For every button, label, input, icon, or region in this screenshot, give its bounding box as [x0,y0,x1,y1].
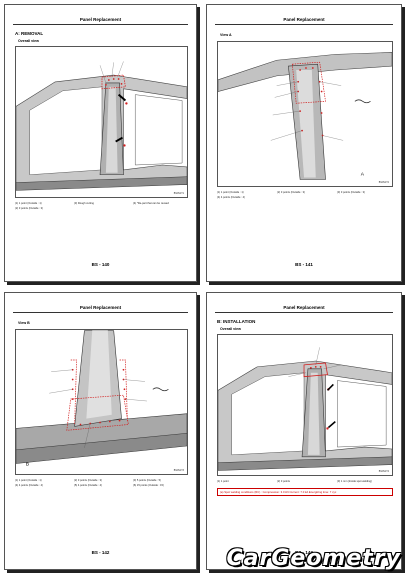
figure-legend: (1) 1 point (Outside : 1) (3) Rough cutt… [15,202,188,210]
legend-item: (1) 1 point [217,480,229,483]
figure-code: BS0S1T4 [378,470,389,473]
section-title: B: INSTALLATION [217,319,256,324]
figure-code: BS0S1T3 [173,469,184,472]
page-number: BS - 140 [91,262,110,267]
svg-text:A: A [361,172,365,178]
svg-text:B: B [26,462,29,468]
legend-item: (2) 3 points (Outside : 3) [277,191,305,194]
view-label: View A [220,33,232,37]
figure-overall-view-removal: BS0S1T1 [15,46,188,198]
legend-item: (6) 15 points (Outside : 15) [133,484,164,487]
figure-view-a: A BS0S1T2 [217,41,393,187]
legend-item: (4) 4 points (Outside : 4) [217,196,245,199]
figure-legend: (1) 1 point (Outside : 1) (2) 3 points (… [217,191,393,199]
figure-code: BS0S1T2 [378,181,389,184]
view-label: View B [18,321,30,325]
figure-view-b: B BS0S1T3 [15,329,188,475]
figure-legend: (1) 1 point (Outside : 1) (2) 3 points (… [15,479,188,487]
legend-item: (1) 1 point (Outside : 1) [15,202,42,205]
manual-page-2: Panel Replacement View A A BS0S1T2 [206,4,402,282]
page-header: Panel Replacement [215,305,393,313]
manual-page-3: Panel Replacement View B B BS0S1T3 [4,292,197,570]
page-number: BS - 142 [91,550,110,555]
manual-page-4: Panel Replacement B: INSTALLATION Overal… [206,292,402,570]
watermark-logo: CarGeometry [226,546,401,571]
legend-item: (3) 1 mm (Inside spot welding) [337,480,372,483]
figure-legend: (1) 1 point (2) 3 points (3) 1 mm (Insid… [217,480,393,483]
pillar-top-diagram: A [218,52,392,180]
legend-item: (4) 4 points (Outside : 4) [15,484,43,487]
legend-item: (3) 3 points (Outside : 3) [337,191,365,194]
page-number: BS - 143 [295,550,313,555]
legend-item: (3) 5 points (Outside : 5) [133,479,161,482]
body-side-installed-diagram [218,347,392,471]
body-side-diagram [16,61,187,191]
legend-item: (5) 4 points (Outside : 4) [74,484,102,487]
legend-item: (1) 1 point (Outside : 1) [217,191,244,194]
page-header: Panel Replacement [13,17,188,25]
manual-page-1: Panel Replacement A: REMOVAL Overall vie… [4,4,197,282]
page-number: BS - 141 [295,262,313,267]
legend-item: (2) 3 points [277,480,290,483]
view-label: Overall view [18,39,39,43]
legend-item: (2) 3 points (Outside : 3) [74,479,102,482]
page-header: Panel Replacement [13,305,188,313]
figure-code: BS0S1T1 [173,192,184,195]
section-title: A: REMOVAL [15,31,44,36]
pillar-bottom-diagram: B [16,330,187,468]
figure-overall-view-installation: BS0S1T4 [217,334,393,476]
page-header: Panel Replacement [215,17,393,25]
welding-conditions-note: (a) Spot welding conditions (RC) : Compr… [217,488,393,496]
legend-item: (4) *Re-part that can be reused [133,202,169,205]
legend-item: (3) Rough cutting [74,202,94,205]
legend-item: (1) 1 point (Outside : 1) [15,479,42,482]
legend-item: (2) 3 points (Outside : 3) [15,207,43,210]
view-label: Overall view [220,327,241,331]
